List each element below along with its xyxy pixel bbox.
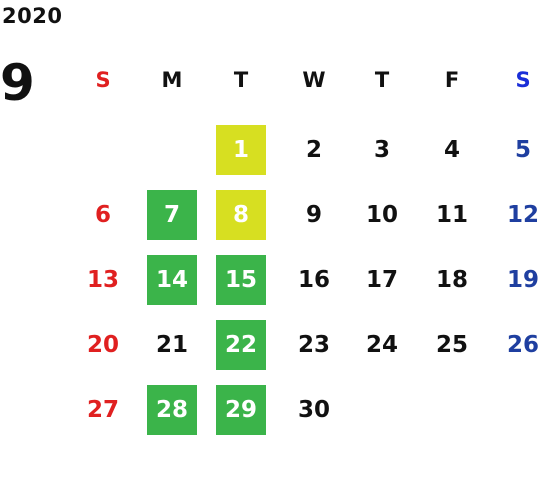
weekday-header: T (374, 68, 390, 92)
weekday-header: T (233, 68, 249, 92)
calendar-day[interactable]: 5 (514, 137, 531, 163)
calendar-day[interactable]: 23 (297, 332, 330, 358)
calendar-day[interactable]: 1 (216, 125, 266, 175)
calendar-day[interactable]: 18 (435, 267, 468, 293)
calendar-year: 2020 (2, 4, 63, 28)
calendar-day[interactable]: 9 (305, 202, 322, 228)
calendar-day[interactable]: 21 (155, 332, 188, 358)
weekday-header: S (95, 68, 111, 92)
calendar-day[interactable]: 4 (443, 137, 460, 163)
calendar-day[interactable]: 24 (365, 332, 398, 358)
weekday-header: W (302, 68, 326, 92)
calendar-day[interactable]: 17 (365, 267, 398, 293)
calendar-day[interactable]: 8 (216, 190, 266, 240)
calendar-day[interactable]: 16 (297, 267, 330, 293)
calendar-day[interactable]: 7 (147, 190, 197, 240)
calendar-day[interactable]: 15 (216, 255, 266, 305)
calendar-day[interactable]: 10 (365, 202, 398, 228)
calendar-day[interactable]: 22 (216, 320, 266, 370)
calendar-day[interactable]: 25 (435, 332, 468, 358)
calendar-day[interactable]: 12 (506, 202, 539, 228)
calendar-day[interactable]: 30 (297, 397, 330, 423)
calendar-day[interactable]: 26 (506, 332, 539, 358)
calendar-day[interactable]: 29 (216, 385, 266, 435)
calendar-day[interactable]: 28 (147, 385, 197, 435)
calendar-day[interactable]: 2 (305, 137, 322, 163)
calendar-day[interactable]: 20 (86, 332, 119, 358)
weekday-header: S (515, 68, 531, 92)
calendar-day[interactable]: 14 (147, 255, 197, 305)
calendar-day[interactable]: 19 (506, 267, 539, 293)
calendar-day[interactable]: 11 (435, 202, 468, 228)
weekday-header: F (444, 68, 460, 92)
calendar-day[interactable]: 27 (86, 397, 119, 423)
calendar-day[interactable]: 3 (373, 137, 390, 163)
calendar-month: 9 (0, 54, 35, 112)
calendar-day[interactable]: 6 (94, 202, 111, 228)
calendar-day[interactable]: 13 (86, 267, 119, 293)
weekday-header: M (161, 68, 183, 92)
